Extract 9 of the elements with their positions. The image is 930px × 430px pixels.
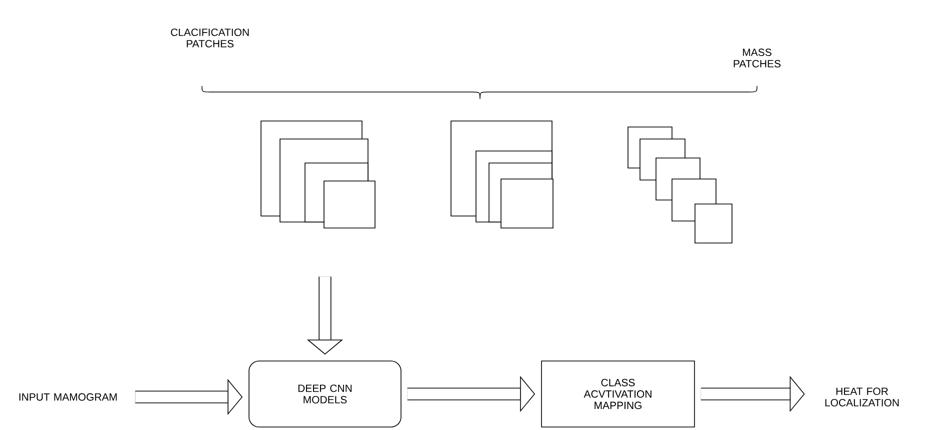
text-label: CLACIFICATION PATCHES — [170, 28, 249, 48]
text-label: HEAT FOR LOCALIZATION — [825, 388, 899, 406]
text-label: INPUT MAMOGRAM — [19, 393, 117, 401]
process-box: DEEP CNN MODELS — [248, 360, 402, 428]
patch-stack-drawing — [450, 120, 554, 228]
text-label: MASS PATCHES — [734, 48, 781, 68]
patch-stack-drawing — [260, 120, 376, 228]
patch-stack-drawing — [628, 126, 732, 244]
process-box: CLASS ACVTIVATION MAPPING — [541, 360, 695, 428]
